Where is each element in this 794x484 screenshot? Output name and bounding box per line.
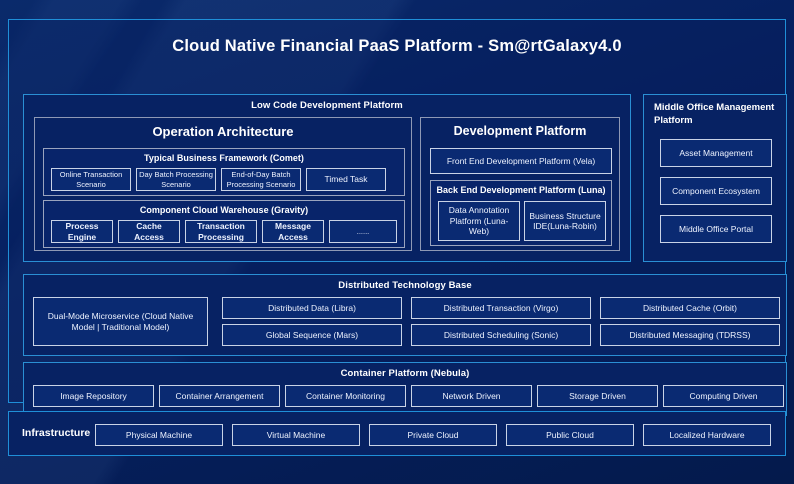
chip-localized-hardware[interactable]: Localized Hardware [643, 424, 771, 446]
middle-office-management-platform-panel[interactable]: Middle Office Management Platform Asset … [643, 94, 787, 262]
chip-storage-driven[interactable]: Storage Driven [537, 385, 658, 407]
chip-more-ellipsis[interactable]: ...... [329, 220, 397, 243]
chip-process-engine[interactable]: Process Engine [51, 220, 113, 243]
chip-distributed-cache[interactable]: Distributed Cache (Orbit) [600, 297, 780, 319]
component-cloud-warehouse-subgroup[interactable]: Component Cloud Warehouse (Gravity) Proc… [43, 200, 405, 248]
distributed-technology-base-panel[interactable]: Distributed Technology Base Dual-Mode Mi… [23, 274, 787, 356]
chip-private-cloud[interactable]: Private Cloud [369, 424, 497, 446]
chip-global-sequence[interactable]: Global Sequence (Mars) [222, 324, 402, 346]
container-platform-panel[interactable]: Container Platform (Nebula) Image Reposi… [23, 362, 787, 416]
chip-computing-driven[interactable]: Computing Driven [663, 385, 784, 407]
chip-image-repository[interactable]: Image Repository [33, 385, 154, 407]
chip-virtual-machine[interactable]: Virtual Machine [232, 424, 360, 446]
chip-component-ecosystem[interactable]: Component Ecosystem [660, 177, 772, 205]
chip-data-annotation-platform[interactable]: Data Annotation Platform (Luna-Web) [438, 201, 520, 241]
container-platform-title: Container Platform (Nebula) [340, 368, 470, 379]
typical-business-framework-subgroup[interactable]: Typical Business Framework (Comet) Onlin… [43, 148, 405, 196]
development-platform-title: Development Platform [453, 124, 587, 138]
chip-distributed-messaging[interactable]: Distributed Messaging (TDRSS) [600, 324, 780, 346]
platform-frame: Cloud Native Financial PaaS Platform - S… [8, 19, 787, 416]
chip-physical-machine[interactable]: Physical Machine [95, 424, 223, 446]
chip-business-structure-ide[interactable]: Business Structure IDE(Luna-Robin) [524, 201, 606, 241]
back-end-development-platform-subgroup[interactable]: Back End Development Platform (Luna) Dat… [430, 180, 612, 246]
chip-transaction-processing[interactable]: Transaction Processing [185, 220, 257, 243]
chip-dual-mode-microservice[interactable]: Dual-Mode Microservice (Cloud Native Mod… [33, 297, 208, 346]
operation-architecture-title: Operation Architecture [152, 124, 294, 139]
low-code-panel-title: Low Code Development Platform [251, 100, 403, 111]
chip-distributed-scheduling[interactable]: Distributed Scheduling (Sonic) [411, 324, 591, 346]
chip-middle-office-portal[interactable]: Middle Office Portal [660, 215, 772, 243]
typical-business-framework-title: Typical Business Framework (Comet) [144, 153, 304, 163]
chip-front-end-development-platform[interactable]: Front End Development Platform (Vela) [430, 148, 612, 174]
component-cloud-warehouse-title: Component Cloud Warehouse (Gravity) [139, 205, 309, 215]
chip-container-arrangement[interactable]: Container Arrangement [159, 385, 280, 407]
chip-distributed-transaction[interactable]: Distributed Transaction (Virgo) [411, 297, 591, 319]
chip-public-cloud[interactable]: Public Cloud [506, 424, 634, 446]
chip-timed-task[interactable]: Timed Task [306, 168, 386, 191]
low-code-development-platform-panel[interactable]: Low Code Development Platform Operation … [23, 94, 631, 262]
chip-asset-management[interactable]: Asset Management [660, 139, 772, 167]
chip-container-monitoring[interactable]: Container Monitoring [285, 385, 406, 407]
development-platform-group[interactable]: Development Platform Front End Developme… [420, 117, 620, 251]
back-end-development-platform-title: Back End Development Platform (Luna) [436, 185, 606, 195]
infrastructure-label: Infrastructure [22, 427, 91, 439]
chip-network-driven[interactable]: Network Driven [411, 385, 532, 407]
middle-office-panel-title: Middle Office Management Platform [654, 102, 775, 126]
chip-online-transaction-scenario[interactable]: Online Transaction Scenario [51, 168, 131, 191]
chip-cache-access[interactable]: Cache Access [118, 220, 180, 243]
distributed-technology-base-title: Distributed Technology Base [338, 280, 472, 291]
chip-message-access[interactable]: Message Access [262, 220, 324, 243]
operation-architecture-group[interactable]: Operation Architecture Typical Business … [34, 117, 412, 251]
chip-end-of-day-batch-processing-scenario[interactable]: End-of-Day Batch Processing Scenario [221, 168, 301, 191]
infrastructure-panel[interactable]: Infrastructure Physical Machine Virtual … [8, 411, 786, 456]
chip-day-batch-processing-scenario[interactable]: Day Batch Processing Scenario [136, 168, 216, 191]
page-title: Cloud Native Financial PaaS Platform - S… [172, 37, 622, 55]
chip-distributed-data[interactable]: Distributed Data (Libra) [222, 297, 402, 319]
